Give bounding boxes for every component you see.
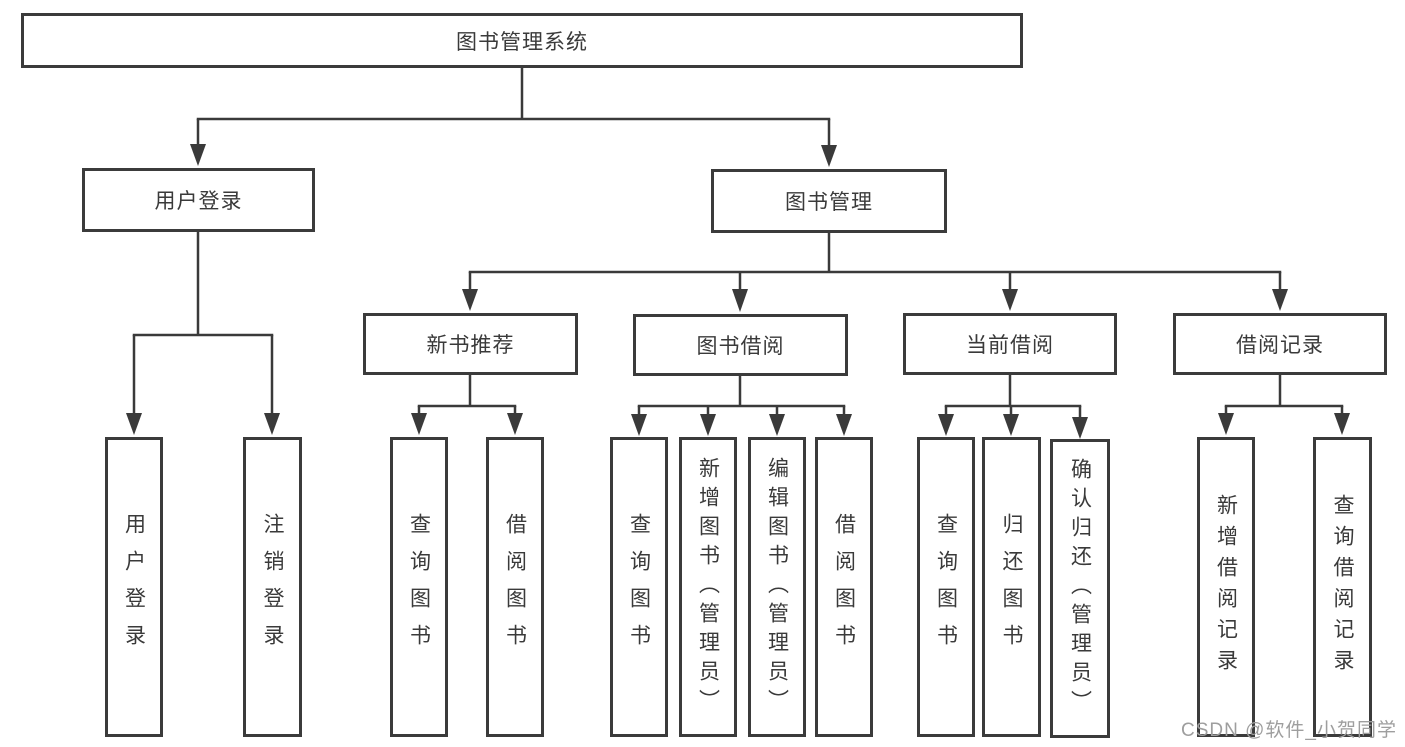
node-label: 查询图书: [934, 513, 958, 661]
leaf-edit-books-admin: 编辑图书（管理员）: [748, 437, 806, 737]
node-label: 归还图书: [1000, 513, 1023, 661]
node-label: 图书管理: [785, 191, 873, 214]
csdn-watermark: CSDN @软件_小贺同学: [1181, 720, 1397, 741]
leaf-confirm-return-admin: 确认归还（管理员）: [1050, 439, 1110, 738]
node-label: 当前借阅: [966, 334, 1054, 357]
node-label: 图书借阅: [696, 335, 785, 358]
node-label: 借阅图书: [503, 513, 527, 661]
node-label: 新增借阅记录: [1214, 494, 1238, 680]
node-label: 用户登录: [122, 513, 146, 661]
leaf-return-books: 归还图书: [982, 437, 1041, 737]
node-label: 新增图书（管理员）: [696, 456, 720, 718]
node-book-borrowing: 图书借阅: [633, 314, 848, 376]
node-book-management: 图书管理: [711, 169, 947, 233]
node-current-borrowing: 当前借阅: [903, 313, 1117, 375]
leaf-logout: 注销登录: [243, 437, 302, 737]
node-label: 查询图书: [627, 513, 651, 661]
node-borrowing-records: 借阅记录: [1173, 313, 1387, 375]
node-library-management-system: 图书管理系统: [21, 13, 1023, 68]
node-label: 编辑图书（管理员）: [765, 456, 789, 718]
node-label: 用户登录: [154, 190, 243, 213]
leaf-user-login: 用户登录: [105, 437, 163, 737]
node-label: 新书推荐: [426, 334, 515, 357]
leaf-query-borrow-record: 查询借阅记录: [1313, 437, 1372, 737]
leaf-query-books-newbooks: 查询图书: [390, 437, 448, 737]
leaf-query-books-current: 查询图书: [917, 437, 975, 737]
node-label: 借阅图书: [832, 513, 856, 661]
node-label: 借阅记录: [1236, 334, 1324, 357]
node-label: 注销登录: [261, 513, 284, 661]
leaf-query-books-borrowing: 查询图书: [610, 437, 668, 737]
leaf-borrow-books-newbooks: 借阅图书: [486, 437, 544, 737]
node-user-login: 用户登录: [82, 168, 315, 232]
node-new-book-recommend: 新书推荐: [363, 313, 578, 375]
node-label: 查询图书: [407, 513, 431, 661]
node-label: 图书管理系统: [456, 30, 588, 54]
node-label: 查询借阅记录: [1331, 494, 1354, 680]
node-label: 确认归还（管理员）: [1068, 458, 1092, 719]
leaf-add-books-admin: 新增图书（管理员）: [679, 437, 737, 737]
leaf-borrow-books-borrowing: 借阅图书: [815, 437, 873, 737]
leaf-add-borrow-record: 新增借阅记录: [1197, 437, 1255, 737]
